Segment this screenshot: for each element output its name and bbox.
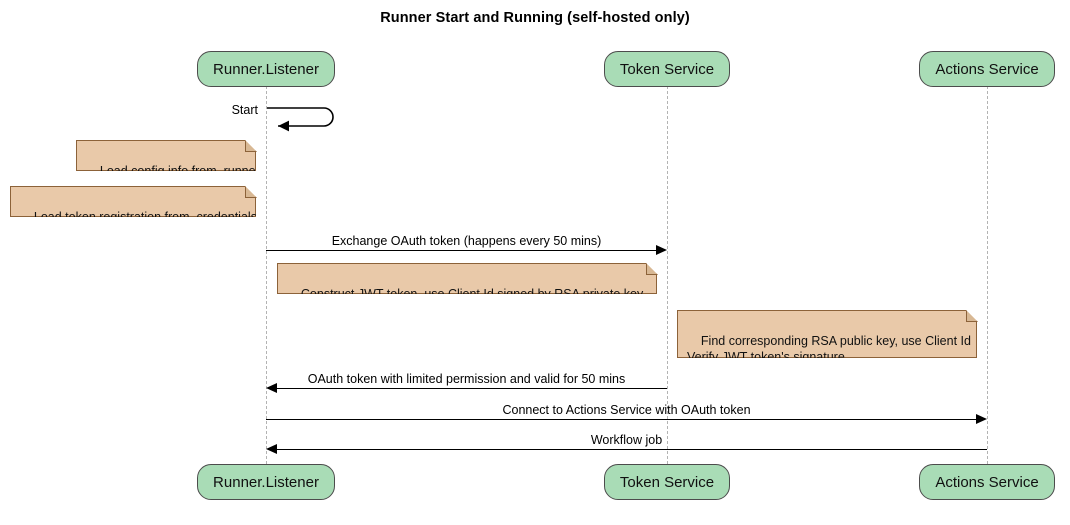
participant-actions-bottom[interactable]: Actions Service: [919, 464, 1055, 500]
note-text: Load token registration from .credential…: [33, 210, 257, 224]
message-line-exchange-oauth-token: [266, 250, 656, 251]
message-line-connect-actions-service: [266, 419, 976, 420]
lifeline-actions: [987, 86, 988, 464]
note-fold-icon: [245, 140, 257, 152]
note-fold-icon: [646, 263, 658, 275]
diagram-title: Runner Start and Running (self-hosted on…: [380, 10, 690, 26]
participant-token-top[interactable]: Token Service: [604, 51, 730, 87]
arrowhead-right-icon: [976, 413, 987, 424]
lifeline-token: [667, 86, 668, 464]
message-label-start: Start: [231, 103, 258, 117]
lifeline-runner: [266, 86, 267, 464]
participant-token-bottom[interactable]: Token Service: [604, 464, 730, 500]
participant-actions-top[interactable]: Actions Service: [919, 51, 1055, 87]
arrowhead-left-icon: [266, 443, 277, 454]
participant-runner-bottom[interactable]: Runner.Listener: [197, 464, 335, 500]
note-text: Load config info from .runner: [99, 164, 260, 178]
note-text: Construct JWT token, use Client Id signe…: [300, 287, 644, 301]
note-load-token-registration: Load token registration from .credential…: [10, 186, 256, 217]
note-fold-icon: [966, 310, 978, 322]
self-message-start: [264, 104, 340, 132]
message-label-oauth-token-return: OAuth token with limited permission and …: [307, 372, 626, 386]
note-text: Find corresponding RSA public key, use C…: [687, 334, 971, 364]
participant-label: Token Service: [619, 60, 715, 78]
arrowhead-left-icon: [266, 382, 277, 393]
participant-label: Runner.Listener: [213, 473, 319, 491]
participant-label: Actions Service: [935, 60, 1039, 78]
message-label-exchange-oauth-token: Exchange OAuth token (happens every 50 m…: [331, 234, 602, 248]
message-label-workflow-job: Workflow job: [590, 433, 663, 447]
participant-runner-top[interactable]: Runner.Listener: [197, 51, 335, 87]
message-label-connect-actions-service: Connect to Actions Service with OAuth to…: [502, 403, 751, 417]
note-construct-jwt: Construct JWT token, use Client Id signe…: [277, 263, 657, 294]
message-line-workflow-job: [277, 449, 987, 450]
participant-label: Token Service: [619, 473, 715, 491]
participant-label: Runner.Listener: [213, 60, 319, 78]
note-fold-icon: [245, 186, 257, 198]
participant-label: Actions Service: [935, 473, 1039, 491]
note-load-config: Load config info from .runner: [76, 140, 256, 171]
arrowhead-right-icon: [656, 244, 667, 255]
note-verify-jwt: Find corresponding RSA public key, use C…: [677, 310, 977, 358]
message-line-oauth-token-return: [277, 388, 667, 389]
